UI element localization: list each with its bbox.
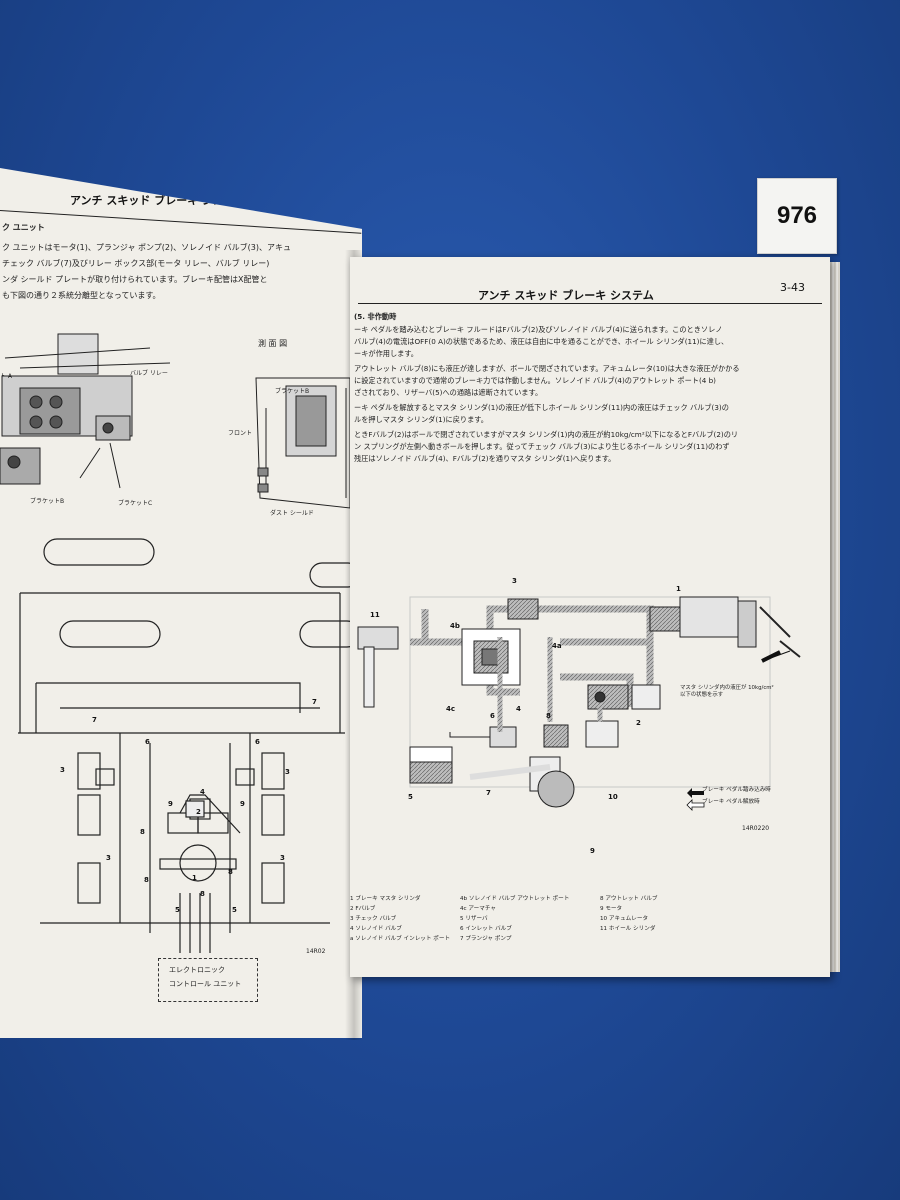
right-page-header: アンチ スキッド ブレーキ システム <box>478 289 654 302</box>
callout-10r: 10 <box>608 793 618 801</box>
callout-6b: 6 <box>255 738 260 746</box>
callout-4a: 4a <box>552 642 562 650</box>
callout-3c: 3 <box>106 854 111 862</box>
right-section-title: (5. 非作動時 <box>354 312 397 321</box>
label-front: フロント <box>228 430 253 437</box>
right-line-7: ーキ ペダルを解放するとマスタ シリンダ(1)の液圧が低下しホイール シリンダ(… <box>354 403 729 412</box>
diagram-note: マスタ シリンダ内の液圧が 10kg/cm²以下の状態を示す <box>680 685 774 698</box>
callout-6a: 6 <box>145 738 150 746</box>
legend-release: ブレーキ ペダル解放時 <box>702 799 760 805</box>
side-view-illustration <box>255 377 351 509</box>
label-dust-shield: ダスト シールド <box>270 510 314 517</box>
page-number: 3-43 <box>780 281 805 294</box>
right-line-10: ン スプリングが左側へ動きボールを押します。従ってチェック バルブ(3)により生… <box>354 442 730 451</box>
callout-9b: 9 <box>240 800 245 808</box>
callout-1: 1 <box>192 874 197 882</box>
left-page: アンチ スキッド ブレーキ システム ク ユニット ク ユニットはモータ(1)、… <box>0 168 362 1038</box>
legend-9: 9 モータ <box>600 906 623 912</box>
callout-5b: 5 <box>232 906 237 914</box>
callout-3d: 3 <box>280 854 285 862</box>
ecu-label-2: コントロール ユニット <box>169 980 242 988</box>
legend-2: 2 Fバルブ <box>350 906 376 912</box>
callout-8d: 8 <box>200 890 205 898</box>
callout-5a: 5 <box>175 906 180 914</box>
legend-11: 11 ホイール シリンダ <box>600 926 656 932</box>
callout-2r: 2 <box>636 719 641 727</box>
label-bracket-a: ト A <box>0 373 13 380</box>
right-line-4: アウトレット バルブ(8)にも液圧が達しますが、ボールで閉ざされています。アキュ… <box>354 364 740 373</box>
legend-6: 6 インレット バルブ <box>460 926 512 932</box>
right-line-2: バルブ(4)の電流はOFF(0 A)の状態であるため、液圧は自由に中を通ることが… <box>354 337 729 346</box>
right-line-11: 残圧はソレノイド バルブ(4)、Fバルブ(2)を通りマスタ シリンダ(1)へ戻り… <box>354 454 616 463</box>
legend-7: 7 プランジャ ポンプ <box>460 936 512 942</box>
callout-7a: 7 <box>92 716 97 724</box>
right-line-6: ざされており、リザーバ(5)への通路は遮断されています。 <box>354 388 543 397</box>
right-line-1: ーキ ペダルを踏み込むとブレーキ フルードはFバルブ(2)及びソレノイド バルブ… <box>354 325 723 334</box>
right-line-9: ときFバルブ(2)はボールで閉ざされていますがマスタ シリンダ(1)内の液圧が約… <box>354 430 739 439</box>
callout-9r: 9 <box>590 847 595 855</box>
left-line-3: ンダ シールド プレートが取り付けられています。ブレーキ配管はX配管と <box>2 275 268 284</box>
press-arrow-icon <box>687 788 704 798</box>
callout-4: 4 <box>200 788 205 796</box>
brake-operation-diagram <box>357 596 801 808</box>
callout-11r: 11 <box>370 611 380 619</box>
legend-press: ブレーキ ペダル踏み込み時 <box>702 787 771 793</box>
left-line-2: チェック バルブ(7)及びリレー ボックス部(モータ リレー、バルブ リレー) <box>2 259 270 268</box>
label-bracket-b: ブラケットB <box>30 498 65 505</box>
callout-5r: 5 <box>408 793 413 801</box>
right-line-5: に設定されていますので通常のブレーキ力では作動しません。ソレノイド バルブ(4)… <box>354 376 716 385</box>
left-line-4: も下図の通り２系統分離型となっています。 <box>2 291 161 300</box>
right-line-3: ーキが作用します。 <box>354 349 418 358</box>
callout-3b: 3 <box>285 768 290 776</box>
right-page: アンチ スキッド ブレーキ システム 3-43 (5. 非作動時 ーキ ペダルを… <box>350 257 830 977</box>
callout-1r: 1 <box>676 585 681 593</box>
left-line-1: ク ユニットはモータ(1)、プランジャ ポンプ(2)、ソレノイド バルブ(3)、… <box>2 243 291 252</box>
callout-7b: 7 <box>312 698 317 706</box>
callout-8c: 8 <box>144 876 149 884</box>
legend-4b: 4b ソレノイド バルブ アウトレット ポート <box>460 896 570 902</box>
label-side-view: 測 面 図 <box>258 339 288 348</box>
callout-4c: 4c <box>446 705 456 713</box>
legend-5: 5 リザーバ <box>460 916 488 922</box>
hydraulic-circuit-schematic <box>18 538 361 953</box>
callout-8b: 8 <box>228 868 233 876</box>
callout-4r: 4 <box>516 705 521 713</box>
legend-10: 10 アキュムレータ <box>600 916 649 922</box>
legend-4: 4 ソレノイド バルブ <box>350 926 402 932</box>
hydraulic-unit-illustration <box>0 333 171 489</box>
callout-6r: 6 <box>490 712 495 720</box>
label-bracket-b-side: ブラケットB <box>275 388 310 395</box>
legend-1: 1 ブレーキ マスタ シリンダ <box>350 896 421 902</box>
ecu-box: エレクトロニック コントロール ユニット <box>158 958 258 1002</box>
left-section-title: ク ユニット <box>2 223 45 232</box>
callout-8a: 8 <box>140 828 145 836</box>
ecu-label-1: エレクトロニック <box>169 966 225 974</box>
release-arrow-icon <box>686 799 705 811</box>
right-figure-code: 14R0220 <box>742 825 770 832</box>
label-valve-relay: バルブ リレー <box>130 370 168 377</box>
callout-2: 2 <box>196 808 201 816</box>
callout-8r: 8 <box>546 712 551 720</box>
right-line-8: ルを押しマスタ シリンダ(1)に戻ります。 <box>354 415 488 424</box>
legend-4c: 4c アーマチャ <box>460 906 496 912</box>
label-bracket-c: ブラケットC <box>118 500 153 507</box>
left-figure-code: 14R02 <box>306 948 326 955</box>
legend-4a: a ソレノイド バルブ インレット ポート <box>350 936 451 942</box>
callout-7r: 7 <box>486 789 491 797</box>
legend-3: 3 チェック バルブ <box>350 916 397 922</box>
callout-3r: 3 <box>512 577 517 585</box>
right-header-rule <box>358 303 822 304</box>
item-number-tag: 976 <box>757 178 837 254</box>
legend-8: 8 アウトレット バルブ <box>600 896 658 902</box>
callout-4b: 4b <box>450 622 460 630</box>
callout-9a: 9 <box>168 800 173 808</box>
callout-3a: 3 <box>60 766 65 774</box>
